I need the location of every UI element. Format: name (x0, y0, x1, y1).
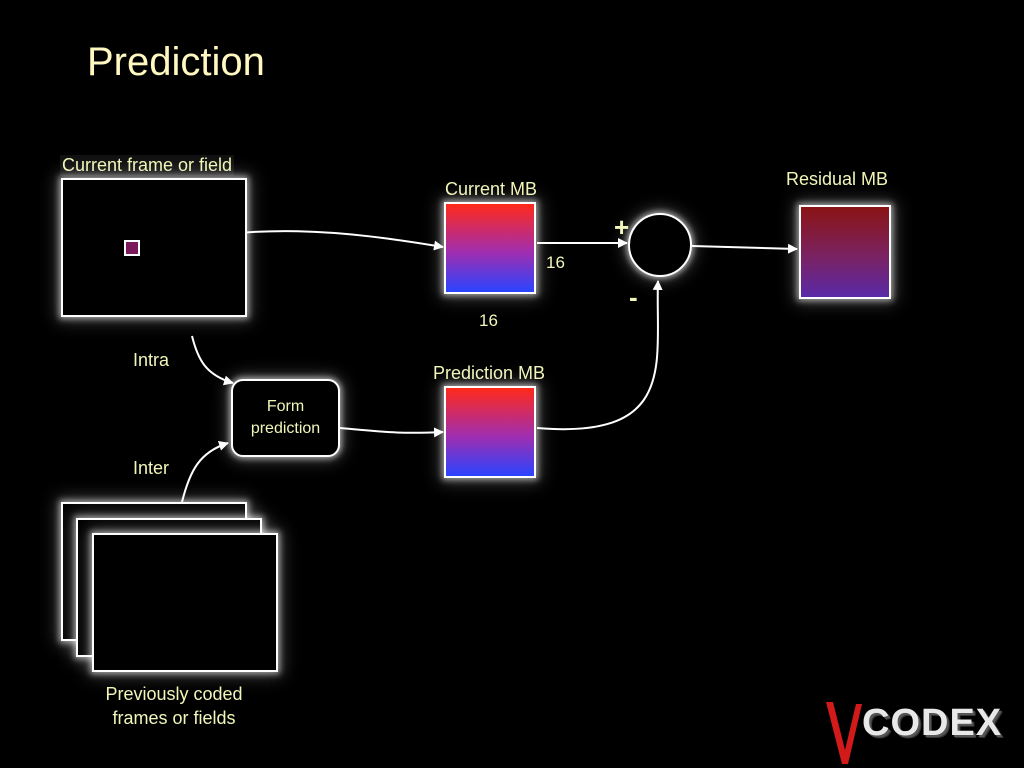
plus-sign: + (614, 212, 630, 242)
previous-frames-line2: frames or fields (112, 708, 236, 728)
minus-sign: - (629, 282, 638, 312)
current-frame (61, 178, 247, 317)
previous-frames-label: Previously coded frames or fields (95, 682, 253, 730)
mb-height-label: 16 (479, 311, 498, 330)
logo-wordmark: CODEX (862, 702, 1003, 744)
form-prediction-line1: Form (266, 398, 305, 415)
inter-label: Inter (133, 458, 170, 478)
previous-frame-3 (92, 533, 278, 672)
slide-title: Prediction (87, 40, 265, 84)
current-mb (444, 202, 536, 294)
prediction-mb (444, 386, 536, 478)
form-prediction-box: Form prediction (231, 379, 340, 457)
residual-mb-label: Residual MB (786, 169, 889, 189)
residual-mb (799, 205, 891, 299)
arrow-sum-to-residual (691, 243, 798, 254)
arrow-intra (191, 335, 234, 386)
arrow-inter (181, 440, 229, 503)
mb-width-label: 16 (546, 253, 565, 272)
prediction-mb-label: Prediction MB (433, 363, 546, 383)
logo-v-mark (826, 702, 862, 764)
previous-frames-line1: Previously coded (105, 684, 243, 704)
arrow-form-to-prediction-mb (339, 427, 444, 438)
intra-label: Intra (133, 350, 170, 370)
current-mb-label: Current MB (445, 179, 538, 199)
form-prediction-line2: prediction (250, 420, 321, 437)
vcodex-logo: CODEX (822, 694, 1022, 766)
current-block-marker (124, 240, 140, 256)
arrow-prediction-mb-to-sum (536, 280, 663, 431)
subtraction-node (628, 213, 692, 277)
current-frame-label: Current frame or field (60, 155, 235, 176)
